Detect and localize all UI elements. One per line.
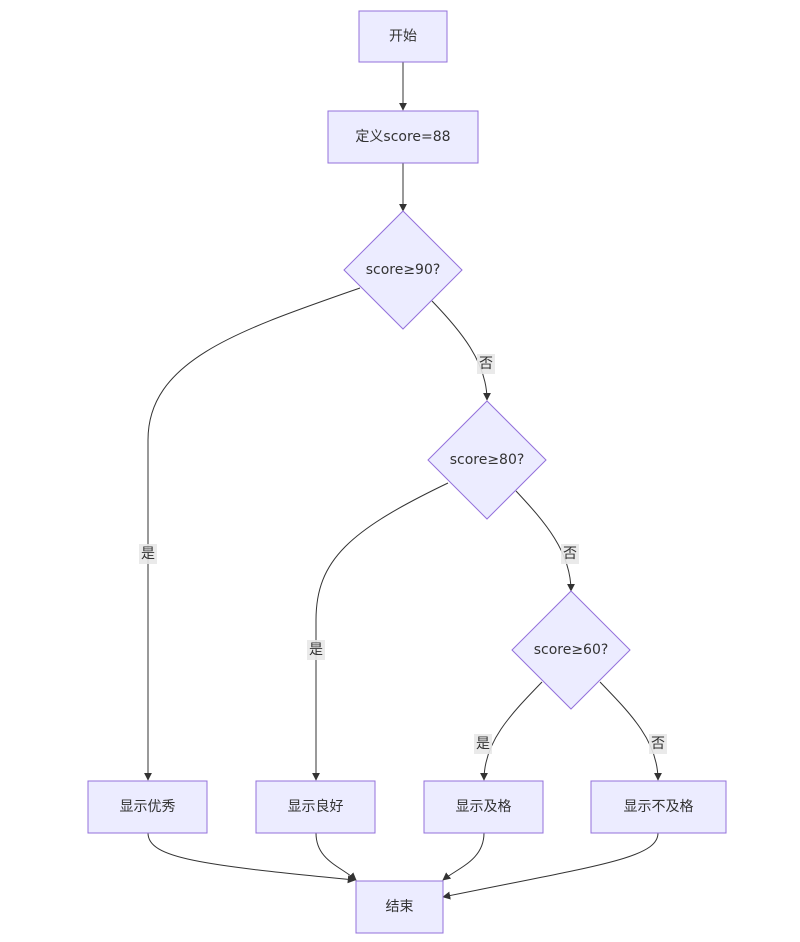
edge-check60-to-fail <box>599 681 662 781</box>
edge-label-check80-no: 否 <box>561 544 579 564</box>
node-show-pass: 显示及格 <box>423 780 544 834</box>
edge-check80-to-good <box>312 482 449 781</box>
edge-good-to-end <box>315 832 357 881</box>
edge-label-text: 是 <box>141 546 155 562</box>
node-label: 定义score=88 <box>355 129 450 145</box>
edge-label-text: 是 <box>309 642 323 658</box>
node-show-excellent: 显示优秀 <box>87 780 208 834</box>
node-start: 开始 <box>358 10 448 63</box>
decision-label: score≥80? <box>450 452 525 468</box>
edge-label-text: 是 <box>476 736 490 752</box>
edge-label-text: 否 <box>563 546 577 562</box>
edge-check90-to-check80 <box>431 300 491 401</box>
node-label: 结束 <box>386 899 414 915</box>
edge-check80-to-check60 <box>515 490 575 592</box>
edge-label-check80-yes: 是 <box>307 640 325 660</box>
decision-score-90: score≥90? <box>343 210 463 330</box>
edge-label-check60-no: 否 <box>649 734 667 754</box>
edge-fail-to-end <box>442 832 659 900</box>
edge-label-text: 否 <box>479 356 493 372</box>
decision-score-80: score≥80? <box>427 400 547 520</box>
edge-pass-to-end <box>442 832 485 881</box>
node-show-good: 显示良好 <box>255 780 376 834</box>
node-end: 结束 <box>355 880 444 934</box>
decision-label: score≥60? <box>534 642 609 658</box>
node-label: 显示及格 <box>456 799 512 815</box>
node-label: 显示不及格 <box>624 799 694 815</box>
edge-check60-to-pass <box>480 681 543 781</box>
node-label: 显示良好 <box>288 799 344 815</box>
edge-label-check60-yes: 是 <box>474 734 492 754</box>
node-define-score: 定义score=88 <box>327 110 479 164</box>
edge-excellent-to-end <box>147 832 356 884</box>
edge-check90-to-excellent <box>144 287 361 781</box>
edge-label-check90-yes: 是 <box>139 544 157 564</box>
edge-label-text: 否 <box>651 736 665 752</box>
decision-score-60: score≥60? <box>511 590 631 710</box>
node-show-fail: 显示不及格 <box>590 780 727 834</box>
decision-label: score≥90? <box>366 262 441 278</box>
node-label: 开始 <box>389 29 417 45</box>
edge-label-check90-no: 否 <box>477 354 495 374</box>
node-label: 显示优秀 <box>120 799 176 815</box>
